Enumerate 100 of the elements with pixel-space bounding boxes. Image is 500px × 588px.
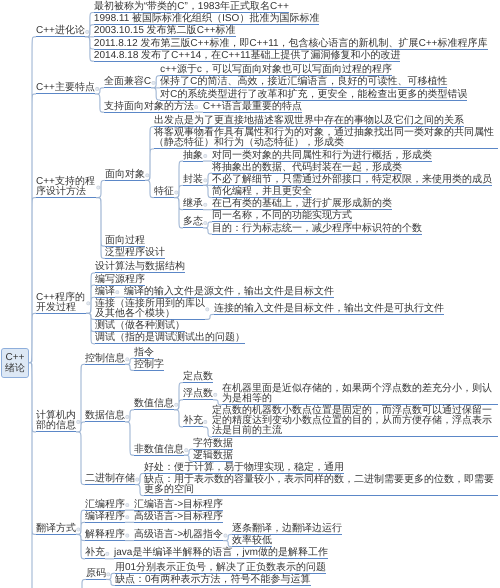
branch-line	[86, 296, 95, 314]
branch-line	[76, 534, 85, 560]
branch-line	[135, 484, 144, 496]
branch-line	[203, 227, 212, 235]
subtopic: 补充	[85, 548, 105, 560]
subtopic: 1998.11 被国际标准化组织（ISO）批准为国际标准	[94, 14, 320, 26]
subtopic: 原码	[86, 568, 106, 580]
subtopic: 2011.8.12 发布第三版C++标准，即C++11，包含核心语言的新机制、扩展C++标准程序库	[94, 38, 488, 50]
subtopic: 简化编程，并且更安全	[212, 187, 312, 198]
main-topic: C++程序的开发过程	[36, 292, 86, 314]
subtopic: C++语言最重要的特点	[202, 102, 302, 113]
subtopic: 汇编语言->目标程序	[134, 500, 224, 511]
subtopic: 定点数	[183, 372, 213, 384]
branch-line	[205, 314, 214, 320]
branch-line	[96, 180, 106, 198]
branch-line	[105, 558, 114, 560]
subtopic: 抽象	[183, 150, 203, 162]
branch-line	[135, 472, 144, 486]
subtopic: 全面兼容C	[104, 77, 152, 88]
subtopic: 数据信息	[85, 411, 125, 422]
branch-line	[125, 540, 134, 542]
main-topic: C++进化论	[36, 26, 85, 38]
central-topic: C++ 绪论	[1, 348, 29, 378]
subtopic: 指令	[134, 348, 154, 359]
branch-line	[84, 24, 94, 38]
main-topic: C++支持的程序设计方法	[36, 177, 96, 198]
subtopic: 连接的输入文件是目标文件，输出文件是可执行文件	[214, 304, 444, 315]
branch-line	[115, 296, 124, 298]
subtopic: 解释程序	[85, 530, 125, 542]
branch-line	[125, 522, 134, 523]
subtopic: 缺点：0有两种表示方法，符号不能参与运算	[115, 575, 311, 586]
branch-line	[174, 184, 184, 198]
subtopic: 编译	[95, 286, 115, 298]
subtopic: 对C的系统类型进行了改革和扩充，更安全，能检查出更多的类型错误	[160, 90, 468, 101]
branch-line	[203, 221, 212, 229]
subtopic: 效率较低	[232, 536, 272, 548]
subtopic: 多态	[183, 217, 203, 228]
branch-line	[184, 448, 193, 456]
main-topic: 计算机内部的信息	[36, 411, 76, 432]
subtopic: 浮点数	[183, 389, 213, 400]
branch-line	[174, 399, 183, 410]
branch-line	[203, 426, 212, 438]
subtopic: 汇编程序	[85, 500, 125, 511]
branch-line	[125, 421, 134, 456]
branch-line	[145, 148, 154, 181]
subtopic: 逻辑数据	[193, 450, 233, 462]
branch-line	[203, 209, 212, 210]
subtopic: 控制字	[134, 360, 164, 371]
subtopic: 将抽象出的数据、代码封装在一起，形成类	[212, 162, 402, 174]
branch-line	[125, 364, 134, 371]
subtopic: 在已有类的基础上，进行扩展形成新的类	[212, 199, 392, 210]
branch-line	[106, 572, 115, 580]
subtopic: 定点数的机器数小数点位置是固定的，而浮点数可以通过保留一定的精度达到变动小数点位置的目的，从而方便存储，浮点表示法是目前的主流	[212, 406, 498, 438]
branch-line	[76, 522, 85, 536]
branch-line	[145, 180, 154, 198]
branch-line	[86, 312, 96, 344]
subtopic: 二进制存储	[85, 474, 135, 486]
branch-line	[76, 431, 85, 486]
subtopic: 继承	[183, 199, 203, 210]
subtopic: 字符数据	[193, 438, 233, 450]
branch-line	[223, 540, 232, 548]
subtopic: 特征	[154, 187, 174, 198]
branch-line	[213, 399, 222, 406]
subtopic: 编写源程序	[95, 274, 145, 286]
branch-line	[76, 421, 85, 432]
subtopic: 测试（做各种测试）	[95, 321, 185, 332]
branch-line	[174, 409, 184, 428]
subtopic: 支持面向对象的方法	[104, 102, 194, 113]
subtopic: 控制信息	[85, 354, 125, 365]
branch-line	[125, 510, 134, 511]
branch-line	[28, 312, 36, 364]
subtopic: 编译程序	[85, 512, 125, 523]
subtopic: 泛型程序设计	[105, 248, 165, 259]
branch-line	[125, 358, 134, 365]
subtopic: 非数值信息	[134, 444, 184, 456]
subtopic: 在机器里面是近似存储的，如果两个浮点数的差充分小，则认为是相等的	[222, 384, 498, 406]
subtopic: 高级语言->目标程序	[134, 512, 224, 523]
subtopic: 补充	[183, 416, 203, 428]
subtopic: 2003.10.15 发布第二版C++标准	[94, 26, 236, 38]
subtopic: 设计算法与数据结构	[95, 262, 185, 274]
subtopic: 好处：便于计算，易于物理实现，稳定，通用	[144, 462, 344, 474]
branch-line	[96, 197, 106, 259]
subtopic: 缺点：用于表示数的容量较小，表示同样的数，二进制需要更多的位数，即需要更多的空间	[144, 475, 498, 496]
subtopic: 不必了解细节，只需通过外部接口，特定权限，来使用类的成员	[212, 174, 492, 186]
subtopic: 最初被称为“带类的C”，1983年正式取名C++	[94, 2, 289, 13]
branch-line	[194, 112, 203, 113]
subtopic: 连接（连接所用到的库以及其他各个模块）	[95, 298, 205, 320]
subtopic: 将客观事物看作具有属性和行为的对象，通过抽象找出同一类对象的共同属性（静态特征）和行为（动态特征），形成类	[154, 128, 498, 150]
subtopic: 数值信息	[134, 399, 174, 410]
branch-line	[81, 578, 86, 588]
branch-line	[84, 36, 94, 62]
subtopic: c++源于c，可以写面向对象也可以写面向过程的程序	[160, 65, 392, 76]
branch-line	[203, 172, 212, 186]
subtopic: 出发点是为了更直接地描述客观世界中存在的事物以及它们之间的关系	[154, 116, 464, 128]
branch-line	[174, 197, 184, 229]
branch-line	[151, 87, 160, 101]
subtopic: 目的：行为标志统一，减少程序中标识符的个数	[212, 224, 422, 235]
branch-line	[94, 93, 104, 113]
subtopic: 用01分别表示正负号，解决了正负数表示的问题	[115, 562, 326, 574]
subtopic: 对同一类对象的共同属性和行为进行概括，形成类	[212, 150, 432, 162]
